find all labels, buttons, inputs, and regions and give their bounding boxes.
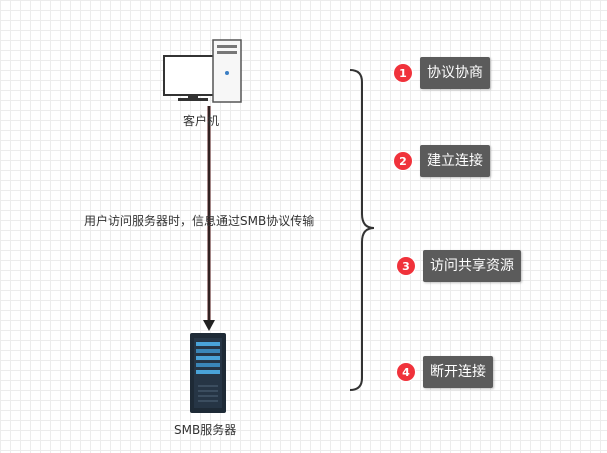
connection-label: 用户访问服务器时，信息通过SMB协议传输	[84, 214, 315, 228]
connection-arrow	[203, 106, 215, 331]
step-1: 1 协议协商	[394, 57, 490, 89]
step-2: 2 建立连接	[394, 145, 490, 177]
step-4: 4 断开连接	[397, 356, 493, 388]
client-label: 客户机	[183, 114, 220, 128]
step-1-box: 协议协商	[420, 57, 490, 89]
client-computer-icon	[163, 39, 242, 103]
server-label: SMB服务器	[174, 423, 237, 437]
step-1-badge: 1	[394, 64, 412, 82]
step-4-box: 断开连接	[423, 356, 493, 388]
smb-server-icon	[190, 333, 226, 413]
step-3-badge: 3	[397, 257, 415, 275]
step-2-badge: 2	[394, 152, 412, 170]
process-brace	[349, 69, 375, 391]
step-2-box: 建立连接	[420, 145, 490, 177]
step-3: 3 访问共享资源	[397, 250, 521, 282]
step-4-badge: 4	[397, 363, 415, 381]
step-3-box: 访问共享资源	[423, 250, 521, 282]
